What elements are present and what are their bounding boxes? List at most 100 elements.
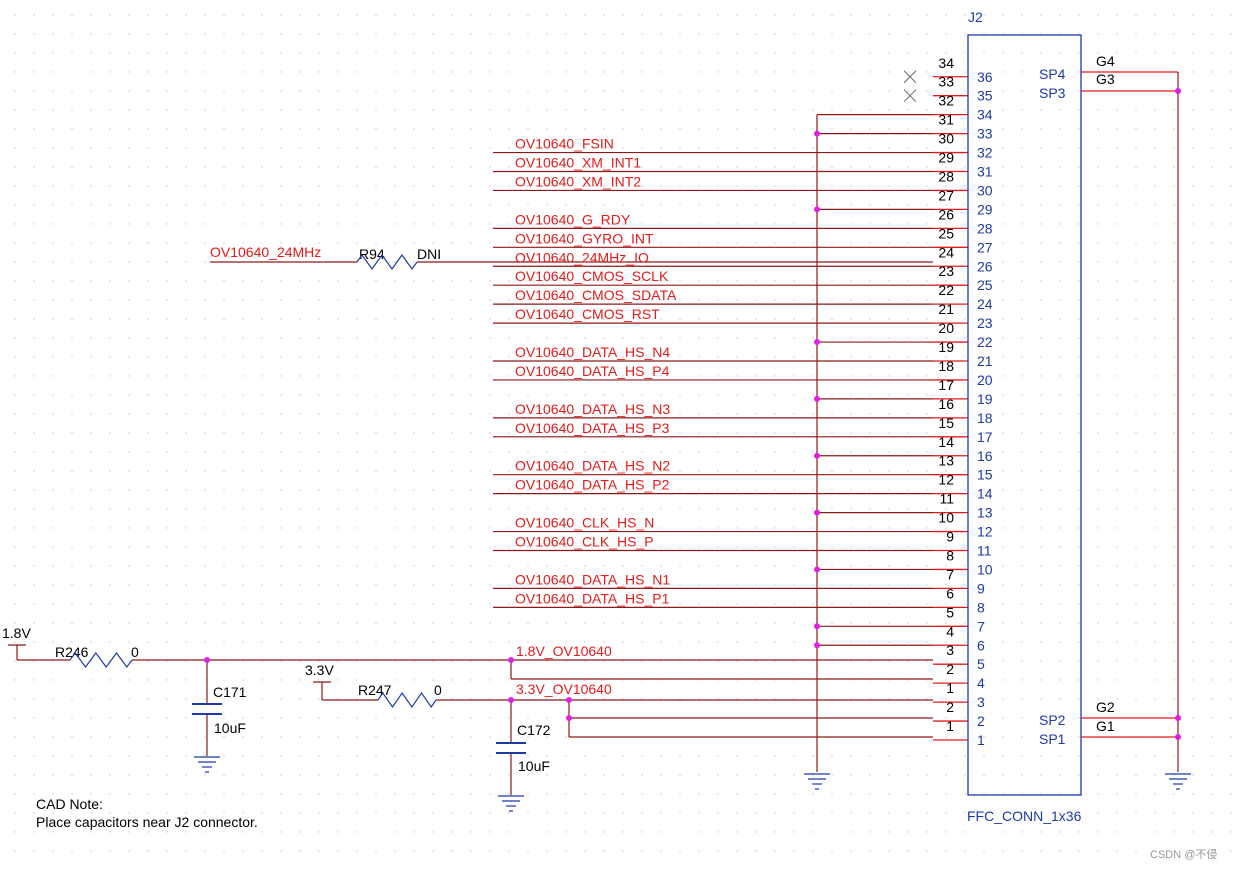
grid-dot	[71, 641, 73, 643]
grid-dot	[774, 622, 776, 624]
grid-dot	[1173, 508, 1175, 510]
grid-dot	[527, 375, 529, 377]
grid-dot	[622, 204, 624, 206]
grid-dot	[660, 280, 662, 282]
grid-dot	[299, 280, 301, 282]
grid-dot	[1059, 128, 1061, 130]
grid-dot	[945, 33, 947, 35]
grid-dot	[1040, 299, 1042, 301]
grid-dot	[546, 71, 548, 73]
grid-dot	[603, 242, 605, 244]
grid-dot	[698, 413, 700, 415]
grid-dot	[698, 166, 700, 168]
grid-dot	[1173, 565, 1175, 567]
grid-dot	[90, 52, 92, 54]
grid-dot	[375, 565, 377, 567]
grid-dot	[147, 641, 149, 643]
grid-dot	[774, 546, 776, 548]
grid-dot	[736, 660, 738, 662]
grid-dot	[299, 850, 301, 852]
grid-dot	[850, 774, 852, 776]
grid-dot	[1097, 280, 1099, 282]
grid-dot	[641, 679, 643, 681]
grid-dot	[1040, 451, 1042, 453]
grid-dot	[1040, 223, 1042, 225]
grid-dot	[1078, 451, 1080, 453]
grid-dot	[1078, 147, 1080, 149]
grid-dot	[1097, 679, 1099, 681]
grid-dot	[413, 90, 415, 92]
grid-dot	[451, 527, 453, 529]
grid-dot	[622, 147, 624, 149]
grid-dot	[33, 242, 35, 244]
grid-dot	[945, 736, 947, 738]
grid-dot	[470, 185, 472, 187]
grid-dot	[565, 299, 567, 301]
grid-dot	[223, 698, 225, 700]
grid-dot	[831, 850, 833, 852]
pin-inner-label-17: 17	[977, 429, 993, 445]
grid-dot	[242, 166, 244, 168]
grid-dot	[71, 185, 73, 187]
grid-dot	[261, 432, 263, 434]
grid-dot	[736, 812, 738, 814]
grid-dot	[394, 489, 396, 491]
grid-dot	[508, 565, 510, 567]
grid-dot	[1154, 128, 1156, 130]
grid-dot	[33, 90, 35, 92]
grid-dot	[983, 451, 985, 453]
grid-dot	[90, 527, 92, 529]
grid-dot	[128, 14, 130, 16]
grid-dot	[793, 109, 795, 111]
grid-dot	[546, 204, 548, 206]
grid-dot	[1078, 128, 1080, 130]
grid-dot	[109, 71, 111, 73]
pin-outer-label-18: 18	[938, 358, 954, 374]
grid-dot	[280, 546, 282, 548]
grid-dot	[33, 698, 35, 700]
grid-dot	[527, 850, 529, 852]
grid-dot	[71, 489, 73, 491]
grid-dot	[147, 204, 149, 206]
grid-dot	[451, 280, 453, 282]
grid-dot	[261, 109, 263, 111]
grid-dot	[33, 413, 35, 415]
grid-dot	[736, 33, 738, 35]
grid-dot	[299, 337, 301, 339]
grid-dot	[90, 413, 92, 415]
pin-inner-label-25: 25	[977, 277, 993, 293]
grid-dot	[1078, 717, 1080, 719]
grid-dot	[812, 584, 814, 586]
pin-inner-label-5: 5	[977, 656, 985, 672]
grid-dot	[261, 736, 263, 738]
grid-dot	[603, 679, 605, 681]
grid-dot	[1021, 147, 1023, 149]
pin-outer-label-3: 3	[946, 642, 954, 658]
grid-dot	[565, 242, 567, 244]
grid-dot	[565, 185, 567, 187]
grid-dot	[432, 394, 434, 396]
grid-dot	[812, 603, 814, 605]
grid-dot	[90, 394, 92, 396]
net-label-24: OV10640_CMOS_SDATA	[515, 287, 677, 303]
grid-dot	[489, 432, 491, 434]
grid-dot	[736, 565, 738, 567]
grid-dot	[641, 546, 643, 548]
grid-dot	[679, 698, 681, 700]
r94-net-label: OV10640_24MHz	[210, 244, 321, 260]
grid-dot	[888, 33, 890, 35]
grid-dot	[565, 565, 567, 567]
grid-dot	[603, 755, 605, 757]
grid-dot	[242, 318, 244, 320]
grid-dot	[603, 52, 605, 54]
grid-dot	[698, 698, 700, 700]
grid-dot	[185, 14, 187, 16]
grid-dot	[964, 793, 966, 795]
connector-body[interactable]	[967, 34, 1082, 796]
grid-dot	[926, 413, 928, 415]
grid-dot	[546, 546, 548, 548]
grid-dot	[1097, 603, 1099, 605]
grid-dot	[755, 831, 757, 833]
grid-dot	[299, 394, 301, 396]
grid-dot	[1002, 565, 1004, 567]
